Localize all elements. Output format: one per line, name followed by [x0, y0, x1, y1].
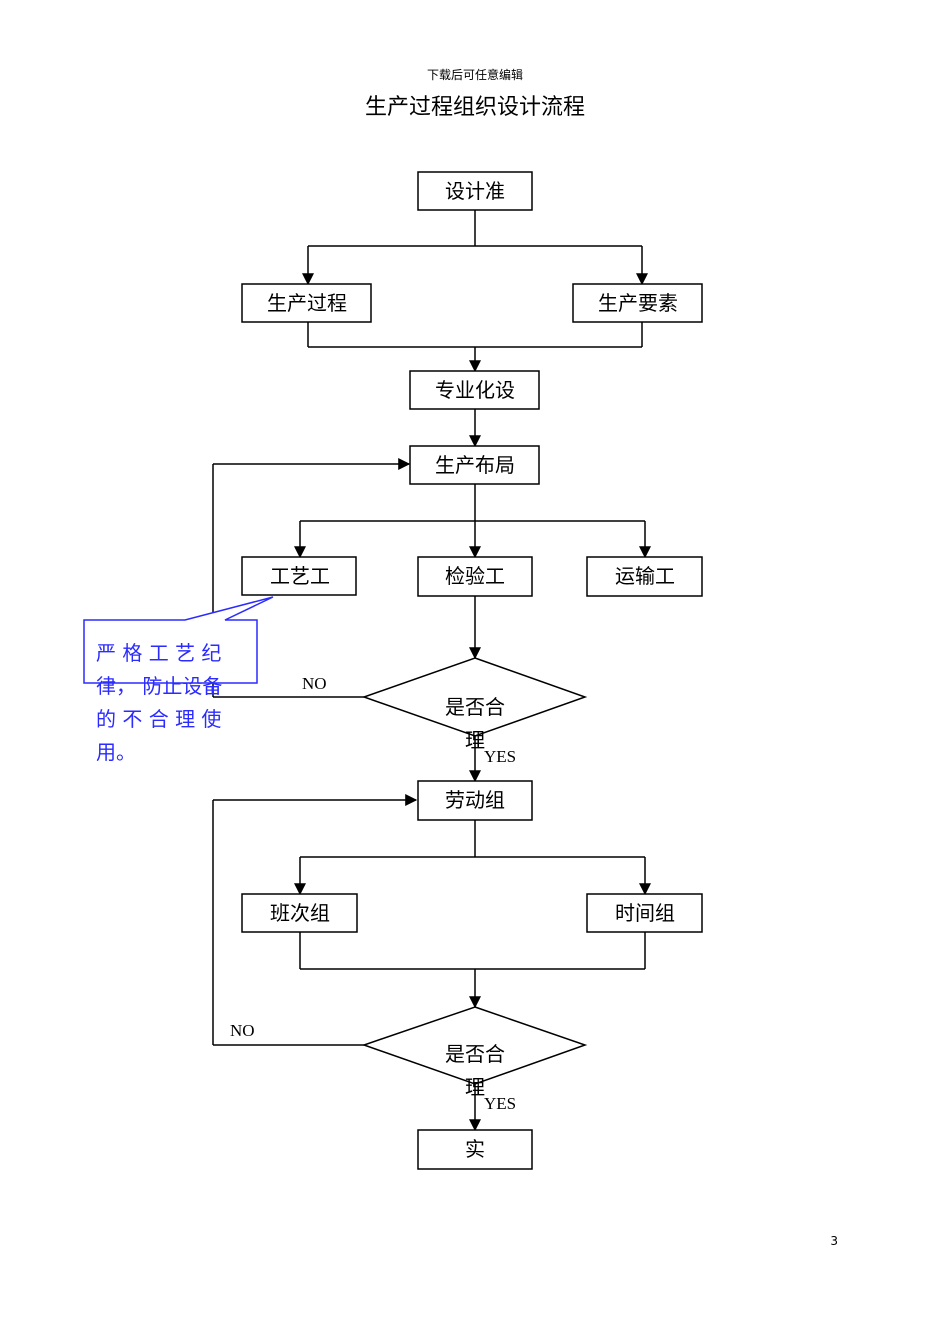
- decision1-text: 是否合: [445, 695, 505, 719]
- label-no-2: NO: [230, 1021, 255, 1040]
- node-process-work: 工艺工: [270, 564, 330, 588]
- node-production-elements: 生产要素: [598, 291, 678, 315]
- label-yes-1: YES: [484, 747, 516, 766]
- decision2-text: 是否合: [445, 1042, 505, 1066]
- decision2-diamond: [361, 1006, 588, 1085]
- callout: 严 格 工 艺 纪 律， 防止设备 的 不 合 理 使 用。: [83, 596, 274, 764]
- page-title: 生产过程组织设计流程: [364, 95, 585, 120]
- node-design-basis: 设计准: [445, 179, 505, 203]
- node-transport-work: 运输工: [615, 564, 675, 588]
- node-production-process: 生产过程: [267, 291, 347, 315]
- node-time-org-box: [586, 893, 703, 933]
- decision1-diamond: [361, 657, 588, 737]
- node-process-work-box: [241, 556, 357, 596]
- node-production-process-box: [241, 283, 372, 323]
- node-layout-box: [409, 445, 540, 485]
- page-number: 3: [830, 1234, 838, 1248]
- node-design-basis-box: [417, 171, 533, 211]
- label-yes-2: YES: [484, 1094, 516, 1113]
- node-labor-org-box: [417, 780, 533, 821]
- header-note: 下载后可任意编辑: [426, 68, 523, 82]
- node-shift-org-box: [241, 893, 358, 933]
- callout-box: [83, 596, 274, 684]
- node-specialization: 专业化设: [435, 378, 515, 402]
- connectors: [212, 210, 651, 1132]
- node-production-elements-box: [572, 283, 703, 323]
- node-specialization-box: [409, 370, 540, 410]
- node-layout: 生产布局: [435, 453, 515, 477]
- callout-line-4: 用。: [96, 740, 136, 764]
- node-implement-box: [417, 1129, 533, 1170]
- callout-line-2: 律， 防止设备: [96, 674, 222, 698]
- node-implement: 实: [465, 1137, 485, 1161]
- node-inspection-work: 检验工: [445, 564, 505, 588]
- node-time-org: 时间组: [615, 901, 675, 925]
- decision2-text-line2: 理: [465, 1075, 485, 1099]
- label-no-1: NO: [302, 674, 327, 693]
- callout-line-1: 严 格 工 艺 纪: [96, 641, 221, 665]
- node-inspection-work-box: [417, 556, 533, 597]
- callout-line-3: 的 不 合 理 使: [96, 707, 221, 731]
- node-labor-org: 劳动组: [445, 788, 505, 812]
- decision1-text-line2: 理: [465, 728, 485, 752]
- node-shift-org: 班次组: [270, 901, 330, 925]
- node-transport-work-box: [586, 556, 703, 597]
